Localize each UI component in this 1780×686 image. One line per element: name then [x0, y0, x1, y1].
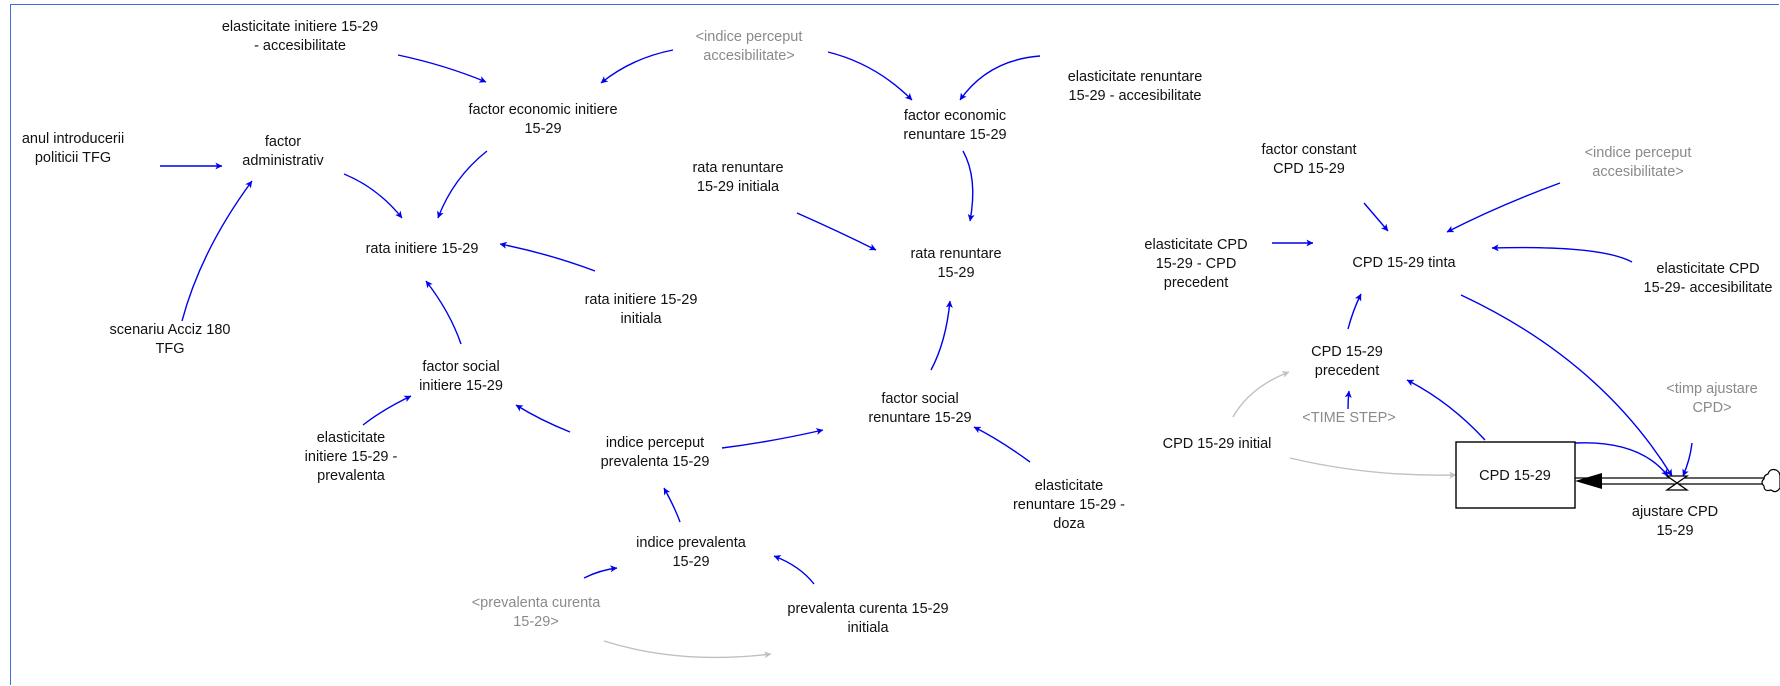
link-factor-social-ren-to-rata-ren	[930, 300, 953, 371]
link-rata-init-initiala-to-rata-init	[499, 241, 596, 272]
link-elast-init-prev-to-factor-social-init	[362, 395, 412, 426]
link-indice-perceput-prev-to-factor-social-init	[515, 404, 571, 433]
link-prevalenta-curenta-to-prevalenta-initiala	[603, 640, 772, 659]
link-elast-cpd-access-to-cpd-tinta	[1491, 244, 1633, 263]
link-scenariu-to-factor-admin	[181, 180, 253, 322]
link-elast-ren-doza-to-factor-social-ren	[973, 426, 1031, 463]
initial-links	[603, 371, 1457, 659]
link-elast-init-access-to-factor-econ-init	[397, 54, 487, 83]
link-factor-econ-init-to-rata-init	[437, 150, 488, 219]
link-rata-ren-init-to-rata-ren	[796, 212, 877, 251]
link-cpd-precedent-to-cpd-tinta	[1347, 293, 1362, 330]
stock-flow	[1455, 441, 1780, 509]
var-cpd-initial[interactable]: CPD 15-29 initial	[1163, 436, 1272, 452]
var-rata-initiere[interactable]: rata initiere 15-29	[366, 241, 479, 257]
var-elast-init-access[interactable]: elasticitate initiere 15-29- accesibilit…	[222, 19, 378, 54]
var-cpd-stock[interactable]: CPD 15-29	[1479, 468, 1551, 484]
cloud-source-icon	[1761, 468, 1780, 493]
link-elast-ren-access-to-factor-econ-ren	[959, 55, 1041, 101]
link-cpd-stock-to-cpd-precedent	[1406, 379, 1486, 441]
link-indice-access-to-factor-econ-ren	[827, 51, 913, 101]
link-prevalenta-curenta-to-indice-prevalenta	[583, 565, 618, 579]
link-indice-prevalenta-to-indice-perceput	[663, 487, 681, 523]
link-indice-access-to-factor-econ-init	[600, 49, 674, 84]
link-timp-ajustare-to-ajustare	[1682, 442, 1693, 477]
cpd-stock-box[interactable]	[1455, 441, 1576, 509]
link-prevalenta-initiala-to-indice-prevalenta	[773, 555, 815, 585]
link-indice-perceput-prev-to-factor-social-ren	[721, 428, 824, 449]
flow-valve-icon[interactable]	[1664, 475, 1690, 491]
link-factor-social-init-to-rata-init	[425, 280, 462, 345]
link-factor-admin-to-rata-init	[343, 173, 403, 219]
link-cpd-initial-to-cpd-stock	[1289, 457, 1457, 479]
diagram-frame	[10, 4, 1779, 685]
flow-arrowhead	[1575, 473, 1602, 489]
link-indice-access-2-to-cpd-tinta	[1446, 182, 1561, 233]
variable-labels: elasticitate initiere 15-29- accesibilit…	[22, 19, 1773, 636]
link-cpd-initial-to-cpd-precedent	[1232, 371, 1290, 418]
link-cpd-stock-to-ajustare	[1574, 442, 1669, 477]
link-factor-econ-ren-to-rata-ren	[962, 150, 975, 222]
var-time-step[interactable]: <TIME STEP>	[1302, 410, 1395, 426]
link-cpd-tinta-to-ajustare	[1460, 294, 1673, 477]
causal-links	[160, 49, 1693, 585]
link-factor-constant-to-cpd-tinta	[1363, 202, 1389, 232]
var-cpd-tinta[interactable]: CPD 15-29 tinta	[1352, 255, 1456, 271]
link-time-step-to-cpd-precedent	[1344, 390, 1352, 410]
